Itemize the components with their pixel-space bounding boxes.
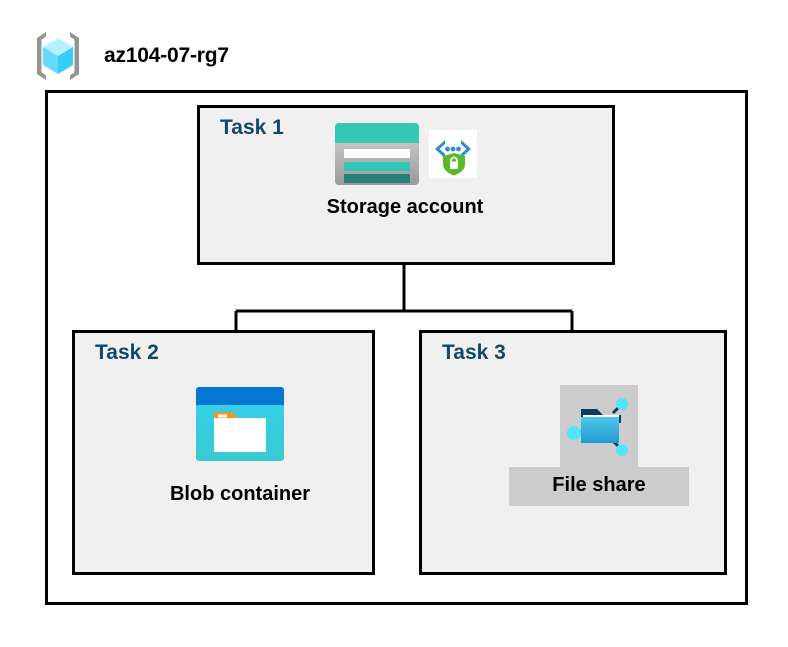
task-label-3: Task 3 <box>442 341 506 364</box>
node-blob-container: Blob container <box>150 385 330 506</box>
node-caption-storage-account: Storage account <box>326 196 484 218</box>
secure-endpoint-icon <box>429 130 477 178</box>
file-share-caption-highlight: File share <box>509 467 689 506</box>
resource-group-icon <box>37 32 79 80</box>
task-label-1: Task 1 <box>220 116 284 139</box>
task-label-2: Task 2 <box>95 341 159 364</box>
resource-group-header: az104-07-rg7 <box>30 28 450 84</box>
node-caption-blob-container: Blob container <box>169 483 310 505</box>
storage-account-icon <box>335 123 419 185</box>
node-storage-account: Storage account <box>290 118 520 219</box>
file-share-icon-highlight <box>560 385 638 467</box>
blob-container-icon <box>196 387 284 461</box>
node-file-share: File share <box>508 385 690 506</box>
node-caption-file-share: File share <box>552 474 646 496</box>
file-share-icon <box>567 398 628 456</box>
storage-account-icon-row <box>333 118 477 190</box>
page-title: az104-07-rg7 <box>104 44 229 67</box>
